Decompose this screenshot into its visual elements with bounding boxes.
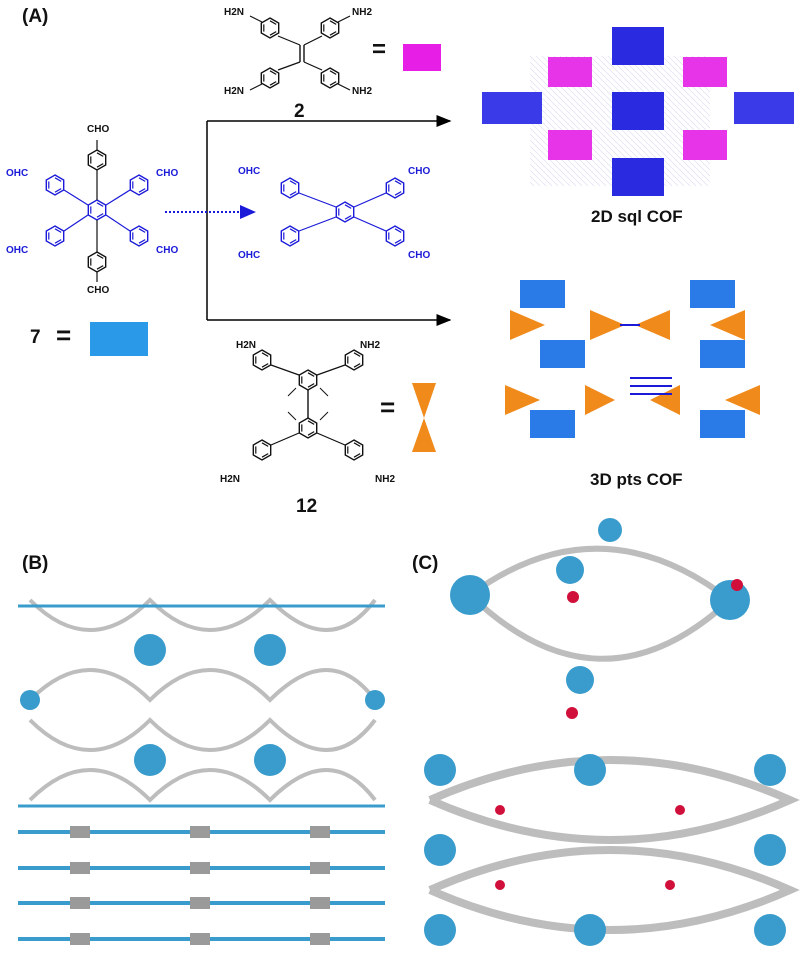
c2-amine-bottomleft: H2N [224, 86, 245, 97]
c7-cho-bottomright: CHO [156, 245, 179, 256]
c7-cho-bottom: CHO [87, 285, 110, 296]
panel-b-label: (B) [22, 553, 49, 574]
compound-7-label: 7 [30, 327, 41, 348]
compound-12-label: 12 [296, 496, 318, 517]
c2-amine-bottomright: NH2 [352, 86, 373, 97]
c12-amine-bottomleft: H2N [220, 474, 241, 485]
tetra-ohc-topleft: OHC [238, 166, 261, 177]
sql-cof-schematic [482, 27, 794, 196]
tetraaldehyde-structure [280, 177, 405, 247]
equals-sign-7: = [56, 320, 72, 350]
c2-amine-topright: NH2 [352, 7, 373, 18]
compound-2-structure [249, 15, 351, 91]
tetra-ohc-bottomleft: OHC [238, 250, 261, 261]
tetra-cho-topright: CHO [408, 166, 431, 177]
c7-cho-topright: CHO [156, 168, 179, 179]
equals-sign-12: = [380, 392, 396, 422]
c12-amine-topright: NH2 [360, 340, 381, 351]
panel-b-network-view [18, 597, 385, 808]
panel-c-label: (C) [412, 553, 439, 574]
sql-cof-label: 2D sql COF [591, 207, 683, 226]
c2-amine-topleft: H2N [224, 7, 245, 18]
reaction-arrows [165, 115, 452, 326]
magenta-linker-block [403, 44, 441, 71]
c12-amine-bottomright: NH2 [375, 474, 396, 485]
c7-ohc-bottomleft: OHC [6, 245, 29, 256]
compound-2-label: 2 [294, 101, 305, 122]
compound-7-structure [45, 140, 149, 282]
equals-sign-2: = [372, 36, 387, 63]
panel-a-label: (A) [22, 6, 49, 27]
c12-amine-topleft: H2N [236, 340, 257, 351]
panel-c-molecular-views [424, 518, 800, 946]
orange-bowtie-shape [412, 383, 436, 452]
tetra-cho-bottomright: CHO [408, 250, 431, 261]
c7-cho-top: CHO [87, 124, 110, 135]
panel-b-stacked-layers [18, 826, 385, 945]
pts-cof-schematic [505, 280, 760, 438]
sky-node-block [90, 322, 148, 356]
compound-12-structure [252, 349, 364, 461]
pts-cof-label: 3D pts COF [590, 470, 683, 489]
c7-ohc-topleft: OHC [6, 168, 29, 179]
